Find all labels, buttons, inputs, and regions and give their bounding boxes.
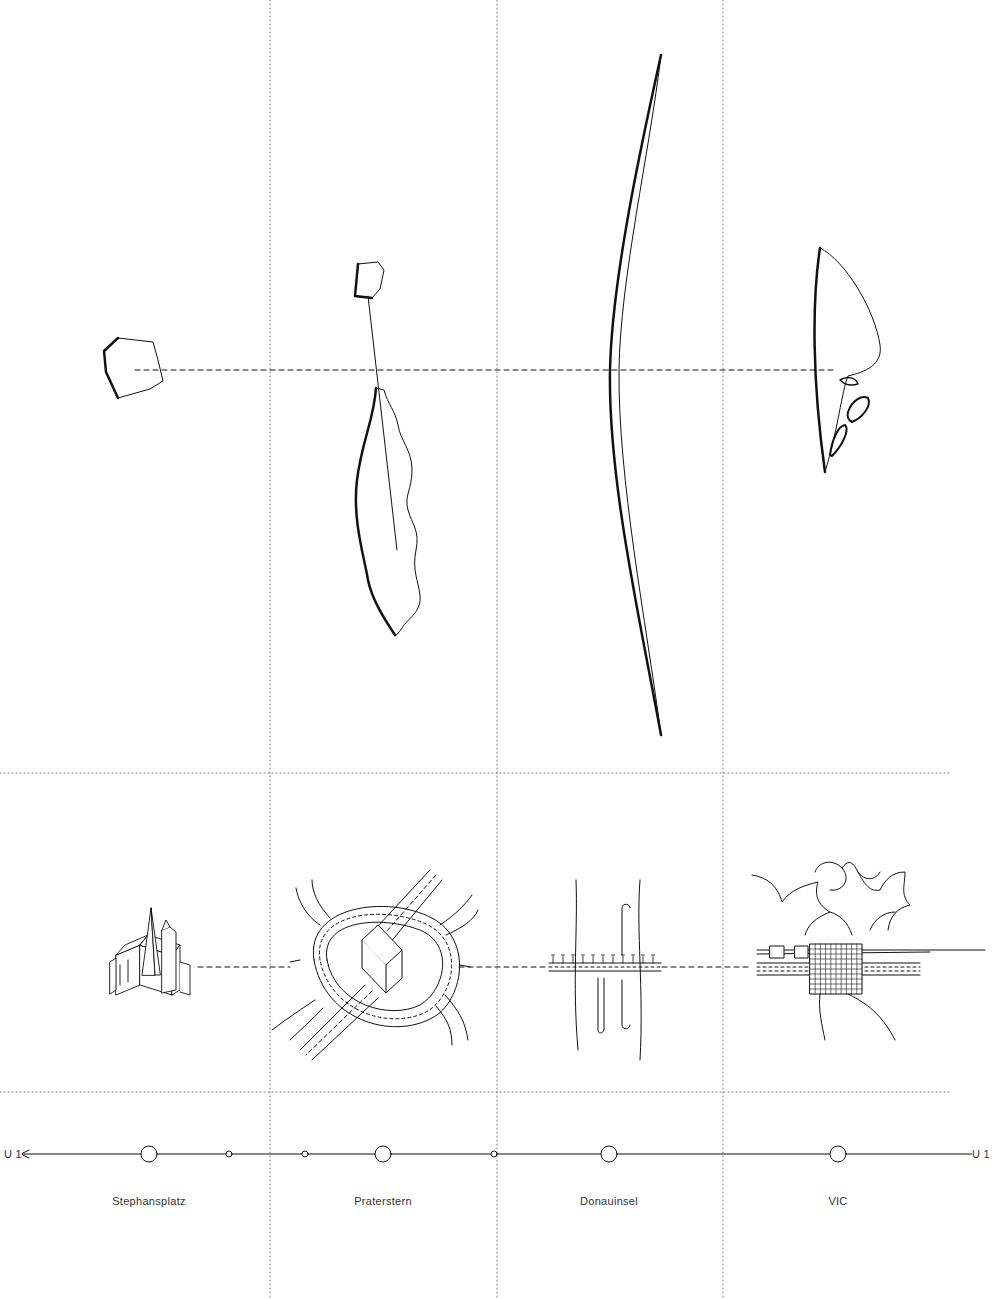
station-name: Donauinsel: [580, 1194, 638, 1208]
vic-outline: [815, 248, 881, 472]
grid-stroke: [851, 944, 852, 994]
donauinsel-outline: [610, 55, 661, 735]
grid-stroke: [810, 974, 862, 975]
bridge-post: [642, 955, 645, 963]
grid-stroke: [846, 944, 847, 994]
vic-icon: [752, 862, 985, 1040]
bridge-post: [582, 955, 585, 963]
grid-stroke: [841, 944, 842, 994]
grid-stroke: [810, 969, 862, 970]
grid-lines: [0, 0, 950, 1299]
bridge-icon: [549, 880, 661, 1060]
grid-stroke: [810, 979, 862, 980]
grid-stroke: [810, 984, 862, 985]
bridge-post: [592, 955, 595, 963]
grid-stroke: [856, 944, 857, 994]
station-name: Praterstern: [354, 1194, 412, 1208]
roundabout-icon: [272, 870, 478, 1060]
axis-line: [135, 370, 836, 371]
bridge-post: [602, 955, 605, 963]
cathedral-icon: [110, 908, 190, 995]
icon-links: [198, 967, 750, 968]
line-name: U 1: [972, 1147, 990, 1161]
bridge-post: [572, 955, 575, 963]
bridge-post: [552, 955, 555, 963]
bridge-post: [612, 955, 615, 963]
u1-line: [21, 1146, 983, 1162]
grid-stroke: [810, 989, 862, 990]
bridge-post: [652, 955, 655, 963]
bridge-post: [562, 955, 565, 963]
bridge-post: [632, 955, 635, 963]
stephansplatz-outline: [104, 338, 163, 398]
prater-outline: [355, 262, 420, 635]
station-name: Stephansplatz: [112, 1194, 186, 1208]
bridge-post: [622, 955, 625, 963]
line-name: U 1: [4, 1147, 22, 1161]
station-name: VIC: [828, 1194, 847, 1208]
